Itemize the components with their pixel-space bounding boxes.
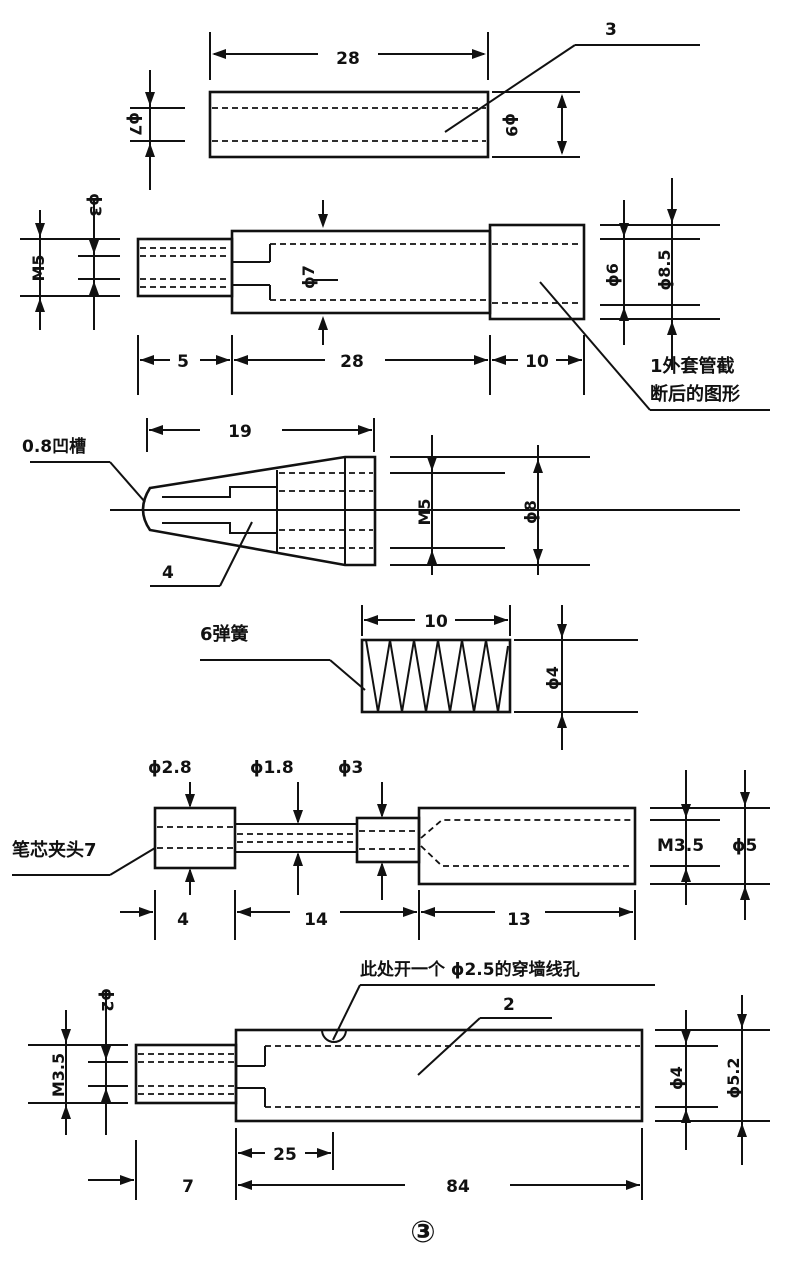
part2-len84-label: 84 bbox=[446, 1177, 470, 1197]
part3-number: 3 bbox=[605, 20, 617, 40]
part2-len25-label: 25 bbox=[273, 1145, 297, 1165]
part4-groove-label: 0.8凹槽 bbox=[22, 436, 86, 457]
part4-thread-label: M5 bbox=[415, 498, 434, 525]
part7-len13-label: 13 bbox=[507, 910, 531, 930]
part1-bore7-label: ϕ7 bbox=[299, 265, 318, 289]
part2-thread-label: M3.5 bbox=[49, 1053, 68, 1097]
part1-note-line2: 断后的图形 bbox=[650, 383, 740, 405]
part6-name-label: 6弹簧 bbox=[200, 623, 249, 645]
part1-thread-label: M5 bbox=[29, 254, 48, 281]
part2-bore2-label: ϕ2 bbox=[98, 988, 117, 1012]
part7-d18-label: ϕ1.8 bbox=[250, 758, 294, 778]
part7-name-label: 笔芯夹头7 bbox=[12, 839, 97, 861]
part-3-tube: 28 ϕ7 ϕ9 3 bbox=[126, 20, 700, 190]
part-2-holder: 此处开一个 ϕ2.5的穿墙线孔 2 M3.5 ϕ2 bbox=[28, 959, 770, 1200]
part-7-refill-clamp: ϕ2.8 ϕ1.8 ϕ3 笔芯夹头7 M3.5 ϕ5 bbox=[12, 758, 770, 940]
part1-len10-label: 10 bbox=[525, 352, 549, 372]
part3-od-label: ϕ9 bbox=[502, 113, 521, 137]
part1-bore3-label: ϕ3 bbox=[86, 193, 105, 217]
part1-note-line1: 1外套管截 bbox=[650, 355, 735, 377]
part1-bore6-label: ϕ6 bbox=[603, 263, 622, 287]
part2-bore4-label: ϕ4 bbox=[667, 1066, 686, 1090]
part1-len5-label: 5 bbox=[177, 352, 189, 372]
part6-length-label: 10 bbox=[424, 612, 448, 632]
part6-dia-label: ϕ4 bbox=[543, 666, 562, 690]
part3-length-label: 28 bbox=[336, 49, 360, 69]
part1-od-label: ϕ8.5 bbox=[655, 249, 674, 290]
part4-number: 4 bbox=[162, 563, 174, 583]
part2-od-label: ϕ5.2 bbox=[724, 1057, 743, 1098]
part-4-collet: 19 0.8凹槽 M5 ϕ8 4 bbox=[22, 418, 740, 587]
part7-len4-label: 4 bbox=[177, 910, 189, 930]
part4-length-label: 19 bbox=[228, 422, 252, 442]
part2-number: 2 bbox=[503, 995, 515, 1015]
part2-hole-note: 此处开一个 ϕ2.5的穿墙线孔 bbox=[360, 959, 580, 980]
part2-len7-label: 7 bbox=[182, 1177, 194, 1197]
part1-len28-label: 28 bbox=[340, 352, 364, 372]
part4-od-label: ϕ8 bbox=[521, 500, 540, 524]
part3-bore-label: ϕ7 bbox=[126, 112, 145, 136]
part7-d28-label: ϕ2.8 bbox=[148, 758, 192, 778]
figure-number: ③ bbox=[410, 1215, 435, 1250]
part-6-spring: 10 ϕ4 6弹簧 bbox=[200, 605, 638, 750]
part7-len14-label: 14 bbox=[304, 910, 328, 930]
part7-thread-label: M3.5 bbox=[657, 836, 704, 856]
part7-od-label: ϕ5 bbox=[732, 836, 757, 856]
part7-d3-label: ϕ3 bbox=[338, 758, 363, 778]
part-1-sleeve: M5 ϕ3 ϕ7 ϕ6 ϕ8.5 5 bbox=[20, 178, 770, 411]
